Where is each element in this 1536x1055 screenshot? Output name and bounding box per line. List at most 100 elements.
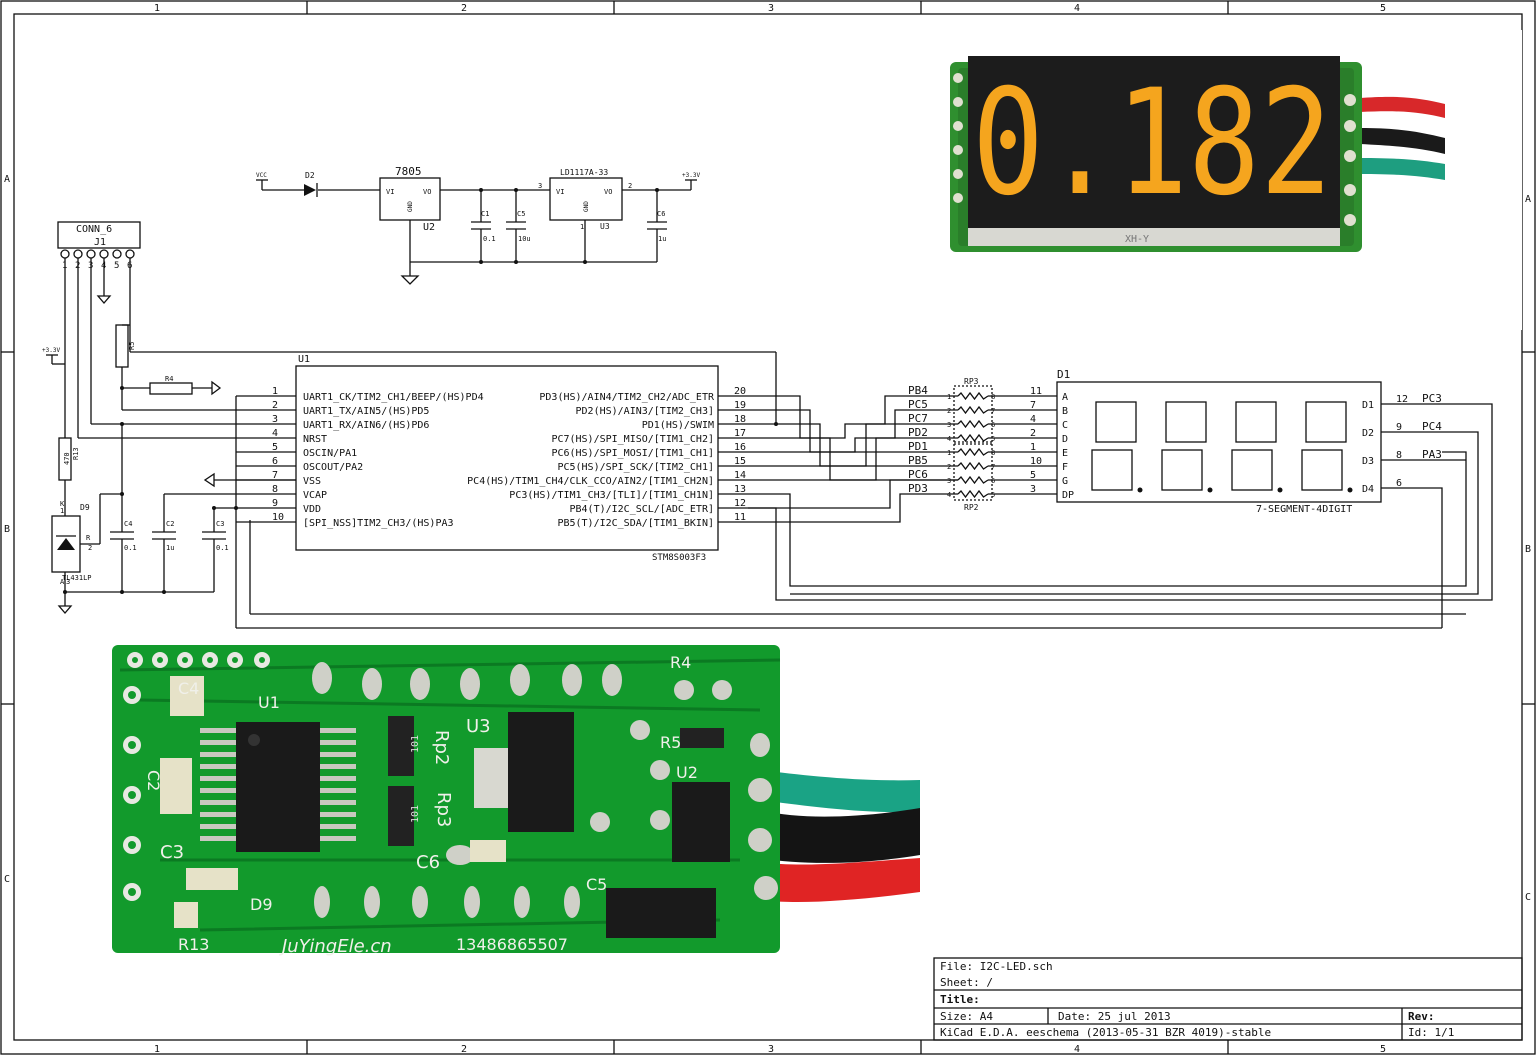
display-digit-pin-number: 8	[1396, 450, 1402, 461]
col-label: 1	[154, 1044, 160, 1055]
rpack-net-label: PC6	[908, 468, 928, 481]
svg-text:+3.3V: +3.3V	[42, 347, 60, 354]
rpack-resistor	[957, 461, 989, 471]
display-digit-outline	[1231, 401, 1283, 493]
resistor-r5: R5	[115, 324, 136, 368]
rpack-resistor	[957, 489, 989, 499]
svg-text:7805: 7805	[395, 165, 422, 178]
rpack-net-label: PD2	[908, 426, 928, 439]
svg-text:U2: U2	[423, 222, 435, 233]
display-reading: 0.182	[972, 58, 1332, 228]
mcu-pin-name: PC4(HS)/TIM1_CH4/CLK_CCO/AIN2/[TIM1_CH2N…	[467, 476, 714, 487]
rpack-resistor	[957, 447, 989, 457]
pcb-silk: Rp2	[431, 730, 452, 765]
rpack-resistor	[957, 433, 989, 443]
svg-text:VI: VI	[556, 188, 564, 196]
mcu-pin-number: 18	[734, 414, 746, 425]
rpack-net-label: PC7	[908, 412, 928, 425]
mcu-pin-number: 20	[734, 386, 746, 397]
svg-text:5: 5	[114, 261, 119, 271]
col-label: 5	[1380, 3, 1386, 14]
mcu-pin-number: 2	[272, 400, 278, 411]
display-digit-pin-number: 9	[1396, 422, 1402, 433]
mcu-pin-number: 13	[734, 484, 746, 495]
display-digit-net: PC3	[1422, 392, 1442, 405]
connector-j1: CONN_6 J1 1 2 3 4 5 6	[57, 221, 141, 271]
display-digit-pin-name: D1	[1362, 400, 1374, 411]
mcu-pin-name: PC7(HS)/SPI_MISO/[TIM1_CH2]	[551, 434, 714, 445]
rpack-resistor	[957, 391, 989, 401]
display-seg-pin-name: E	[1062, 448, 1068, 459]
svg-text:C2: C2	[166, 520, 174, 528]
rpack-net-label: PD1	[908, 440, 928, 453]
title-size: Size: A4	[940, 1010, 993, 1023]
svg-text:3: 3	[538, 182, 542, 190]
svg-text:C6: C6	[657, 210, 665, 218]
svg-text:J1: J1	[94, 237, 106, 248]
pcb-silk: R4	[670, 653, 691, 672]
svg-text:C3: C3	[216, 520, 224, 528]
svg-text:K: K	[60, 500, 65, 508]
svg-text:GND: GND	[583, 201, 590, 212]
display-digit-pin-name: D2	[1362, 428, 1374, 439]
cap-c1: C1 0.1	[471, 188, 496, 264]
svg-text:10u: 10u	[518, 235, 531, 243]
ground-symbol	[400, 275, 420, 285]
row-label: A	[4, 174, 10, 185]
rpack-pin-number: 1	[947, 393, 951, 401]
display-digit-pin-number: 12	[1396, 394, 1408, 405]
display-d1: D1 7-SEGMENT-4DIGIT 11A7B4C2D1E10F5G3DPD…	[1030, 368, 1442, 515]
display-seg-pin-number: 3	[1030, 484, 1036, 495]
col-label: 3	[768, 3, 774, 14]
display-digit-outline	[1301, 401, 1353, 493]
svg-text:470: 470	[63, 452, 71, 465]
svg-text:STM8S003F3: STM8S003F3	[652, 553, 706, 563]
mcu-pin-number: 12	[734, 498, 746, 509]
mcu-pin-number: 1	[272, 386, 278, 397]
mcu-pin-name: UART1_TX/AIN5/(HS)PD5	[303, 406, 429, 417]
svg-text:VO: VO	[423, 188, 431, 196]
mcu-pin-number: 19	[734, 400, 746, 411]
row-label: A	[1525, 194, 1531, 205]
cap-c4: C4 0.1	[110, 422, 137, 594]
mcu-pin-name: PC6(HS)/SPI_MOSI/[TIM1_CH1]	[551, 448, 714, 459]
cap-c3: C3 0.1	[202, 506, 229, 592]
svg-text:TL431LP: TL431LP	[62, 574, 92, 582]
rpack-resistor	[957, 475, 989, 485]
col-label: 2	[461, 3, 467, 14]
cap-c5: C5 10u	[506, 188, 531, 264]
mcu-pin-name: OSCIN/PA1	[303, 448, 357, 459]
mcu-pin-number: 8	[272, 484, 278, 495]
pcb-silk: U3	[466, 716, 491, 737]
power-supply-section: VCC D2 7805 VI VO GND U2 C1 0.1	[256, 165, 700, 285]
mcu-pin-name: PB5(T)/I2C_SDA/[TIM1_BKIN]	[557, 518, 714, 529]
title-rev: Rev:	[1408, 1010, 1435, 1023]
svg-text:CONN_6: CONN_6	[76, 224, 112, 235]
vcc-label: VCC	[256, 172, 267, 179]
svg-text:D9: D9	[80, 503, 90, 512]
svg-text:D2: D2	[305, 171, 315, 180]
title-title: Title:	[940, 993, 980, 1006]
svg-text:1u: 1u	[166, 544, 174, 552]
pcb-silk: 101	[410, 805, 421, 823]
mcu-pin-name: [SPI_NSS]TIM2_CH3/(HS)PA3	[303, 518, 454, 529]
mcu-pin-name: VCAP	[303, 490, 327, 501]
mcu-pin-name: UART1_RX/AIN6/(HS)PD6	[303, 420, 429, 431]
mcu-pin-name: VDD	[303, 504, 321, 515]
svg-text:D1: D1	[1057, 368, 1070, 381]
col-label: 1	[154, 3, 160, 14]
svg-text:R5: R5	[128, 342, 136, 350]
pcb-silk-url: JuYingEle.cn	[279, 936, 392, 957]
svg-text:GND: GND	[407, 201, 414, 212]
col-label: 4	[1074, 3, 1080, 14]
pcb-silk: U2	[676, 763, 698, 782]
pcb-silk: D9	[250, 895, 273, 914]
svg-text:0.1: 0.1	[216, 544, 229, 552]
display-seg-pin-name: A	[1062, 392, 1068, 403]
pcb-silk: R13	[178, 935, 209, 954]
row-label: C	[4, 874, 10, 885]
rpack-pin-number: 8	[991, 393, 995, 401]
svg-text:VO: VO	[604, 188, 612, 196]
